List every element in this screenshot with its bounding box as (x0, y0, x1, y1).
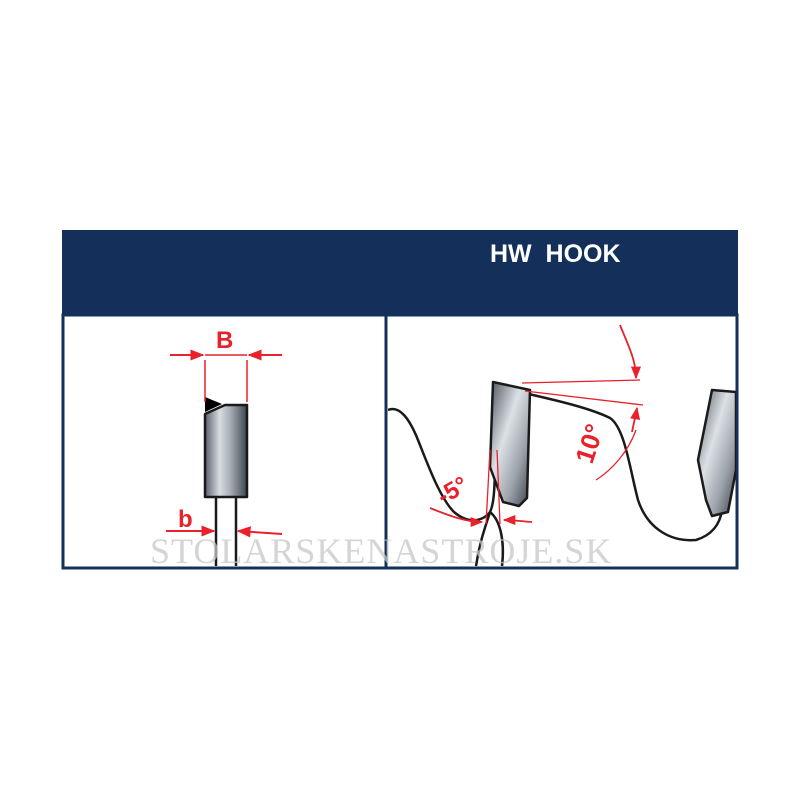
hook-tooth-1 (488, 380, 532, 508)
tip-bevel (205, 397, 222, 412)
saw-body-outline (388, 390, 724, 542)
blade-plate (214, 497, 238, 566)
panel-right (384, 313, 739, 570)
hook-geometry (388, 380, 736, 567)
carbide-tip (203, 403, 249, 499)
watermark: STOLARSKENASTROJE.SK (150, 531, 612, 571)
tooth-profile: B b (166, 327, 283, 566)
label-b: b (178, 506, 193, 533)
header-bar (62, 230, 738, 315)
header-title: HW HOOK (490, 240, 621, 268)
label-B: B (216, 327, 233, 354)
hook-tooth-2 (696, 388, 736, 518)
